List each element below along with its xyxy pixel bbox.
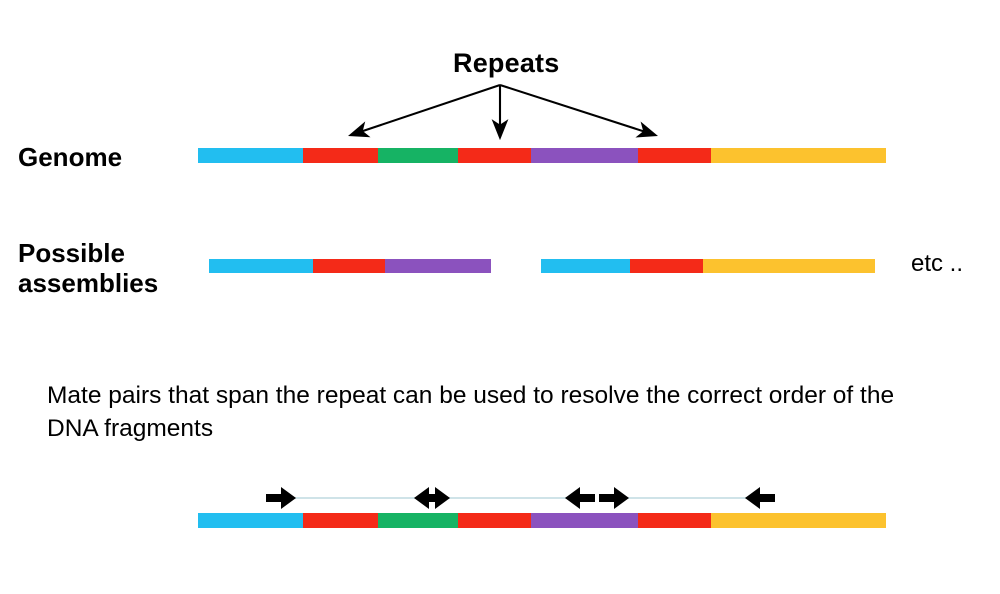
matepair-2-left-arrow-icon <box>420 487 450 509</box>
segment-unique-cyan <box>198 148 303 163</box>
assembly-bar-2 <box>541 259 875 273</box>
segment-unique-green <box>378 148 458 163</box>
segment-repeat-red-1 <box>303 513 378 528</box>
genome-bar <box>198 148 886 163</box>
segment-unique-purple <box>531 148 638 163</box>
matepair-3-right-arrow-icon <box>745 487 775 509</box>
possible-assemblies-line2: assemblies <box>18 268 159 298</box>
matepair-genome-bar <box>198 513 886 528</box>
segment-repeat-red-3 <box>638 148 711 163</box>
segment-repeat-red-1 <box>303 148 378 163</box>
repeats-title: Repeats <box>453 48 560 78</box>
segment-unique-green <box>378 513 458 528</box>
genome-label: Genome <box>18 142 123 172</box>
assembly-bar-1 <box>209 259 491 273</box>
repeat-arrows-group <box>348 84 658 141</box>
repeat-arrow-left <box>348 84 501 138</box>
matepair-1-link-line <box>294 497 416 499</box>
segment-repeat-red-3 <box>638 513 711 528</box>
matepair-1-left-arrow-icon <box>266 487 296 509</box>
segment-repeat-red <box>313 259 385 273</box>
segment-unique-purple <box>531 513 638 528</box>
matepair-2-link-line <box>448 497 567 499</box>
segment-unique-yellow <box>711 513 886 528</box>
segment-unique-purple <box>385 259 491 273</box>
segment-unique-cyan <box>198 513 303 528</box>
segment-unique-cyan <box>541 259 630 273</box>
segment-unique-cyan <box>209 259 313 273</box>
matepair-3-left-arrow-icon <box>599 487 629 509</box>
matepair-2-right-arrow-icon <box>565 487 595 509</box>
segment-repeat-red-2 <box>458 148 531 163</box>
repeat-arrow-right <box>499 84 658 138</box>
segment-repeat-red-2 <box>458 513 531 528</box>
possible-assemblies-line1: Possible <box>18 238 125 268</box>
explanation-paragraph: Mate pairs that span the repeat can be u… <box>47 382 895 442</box>
etc-label: etc .. <box>911 250 964 277</box>
matepair-3-link-line <box>627 497 747 499</box>
segment-unique-yellow <box>703 259 875 273</box>
segment-unique-yellow <box>711 148 886 163</box>
segment-repeat-red <box>630 259 703 273</box>
